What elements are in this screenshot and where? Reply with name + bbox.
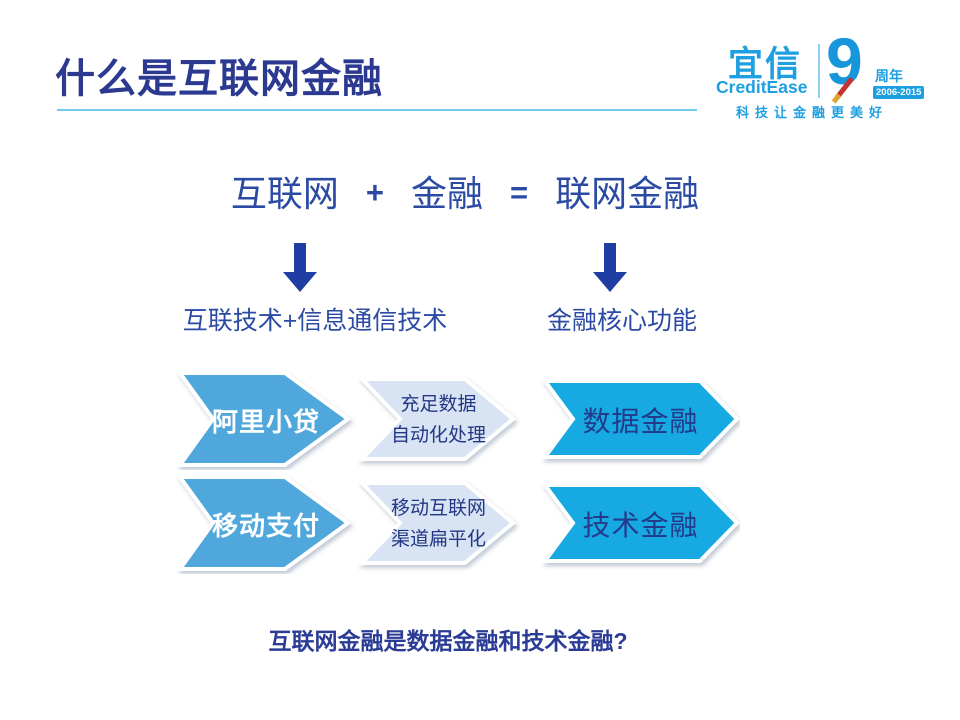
arrow-head [283,272,317,292]
flow-result-label: 技术金融 [582,510,699,541]
anniversary-years-badge: 2006-2015 [873,86,925,99]
source-chevron-shape [176,371,352,467]
flow-middle-line-2: 渠道扁平化 [390,529,486,550]
down-arrow-icon [283,243,317,292]
flow-middle-label: 充足数据 自动化处理 [371,370,506,470]
down-arrow-icon [593,243,627,292]
creditease-logo: 宜信 CreditEase 9 周年 2006-2015 科技让金融更美好 [712,28,925,126]
logo-tagline: 科技让金融更美好 [736,105,889,120]
chevron-shapes [176,371,740,467]
formula-row: 互联网 + 金融 = 联网金融 [0,165,945,217]
equals-sign: = [510,174,529,210]
plus-sign: + [365,174,384,210]
conclusion-question: 互联网金融是数据金融和技术金融? [268,628,628,654]
source-chevron-shape [176,475,352,571]
flow-source-label: 移动支付 [211,510,320,541]
flow-result-label: 数据金融 [582,406,699,437]
result-chevron-shape [541,379,740,459]
flow-source-label: 阿里小贷 [211,406,320,437]
flow-middle-label: 移动互联网 渠道扁平化 [371,474,506,574]
logo-english-name: CreditEase [716,77,808,97]
arrow-stem [294,243,306,272]
title-underline [57,109,697,111]
formula-term-finance: 金融 [410,173,483,214]
flow-row-data-finance: 阿里小贷 充足数据 自动化处理 数据金融 [175,370,740,470]
result-chevron-shape [541,483,740,563]
flow-middle-line-2: 自动化处理 [390,425,486,446]
arrow-head [593,272,627,292]
flow-row-tech-finance: 移动支付 移动互联网 渠道扁平化 技术金融 [175,474,740,574]
page-title: 什么是互联网金融 [55,57,383,101]
flow-middle-line-1: 移动互联网 [390,497,486,519]
chevron-shapes [176,475,740,571]
formula-term-internet: 互联网 [230,173,339,214]
branch-label-technology: 互联技术+信息通信技术 [182,307,448,335]
formula-term-result: 联网金融 [555,173,700,214]
logo-chinese-name: 宜信 [728,45,803,84]
logo-divider [818,44,820,98]
middle-chevron-shape [357,377,517,461]
flow-middle-line-1: 充足数据 [400,393,477,415]
arrow-stem [604,243,616,272]
branch-label-finance-core: 金融核心功能 [546,307,697,335]
middle-chevron-shape [357,481,517,565]
anniversary-label: 周年 [875,68,903,84]
